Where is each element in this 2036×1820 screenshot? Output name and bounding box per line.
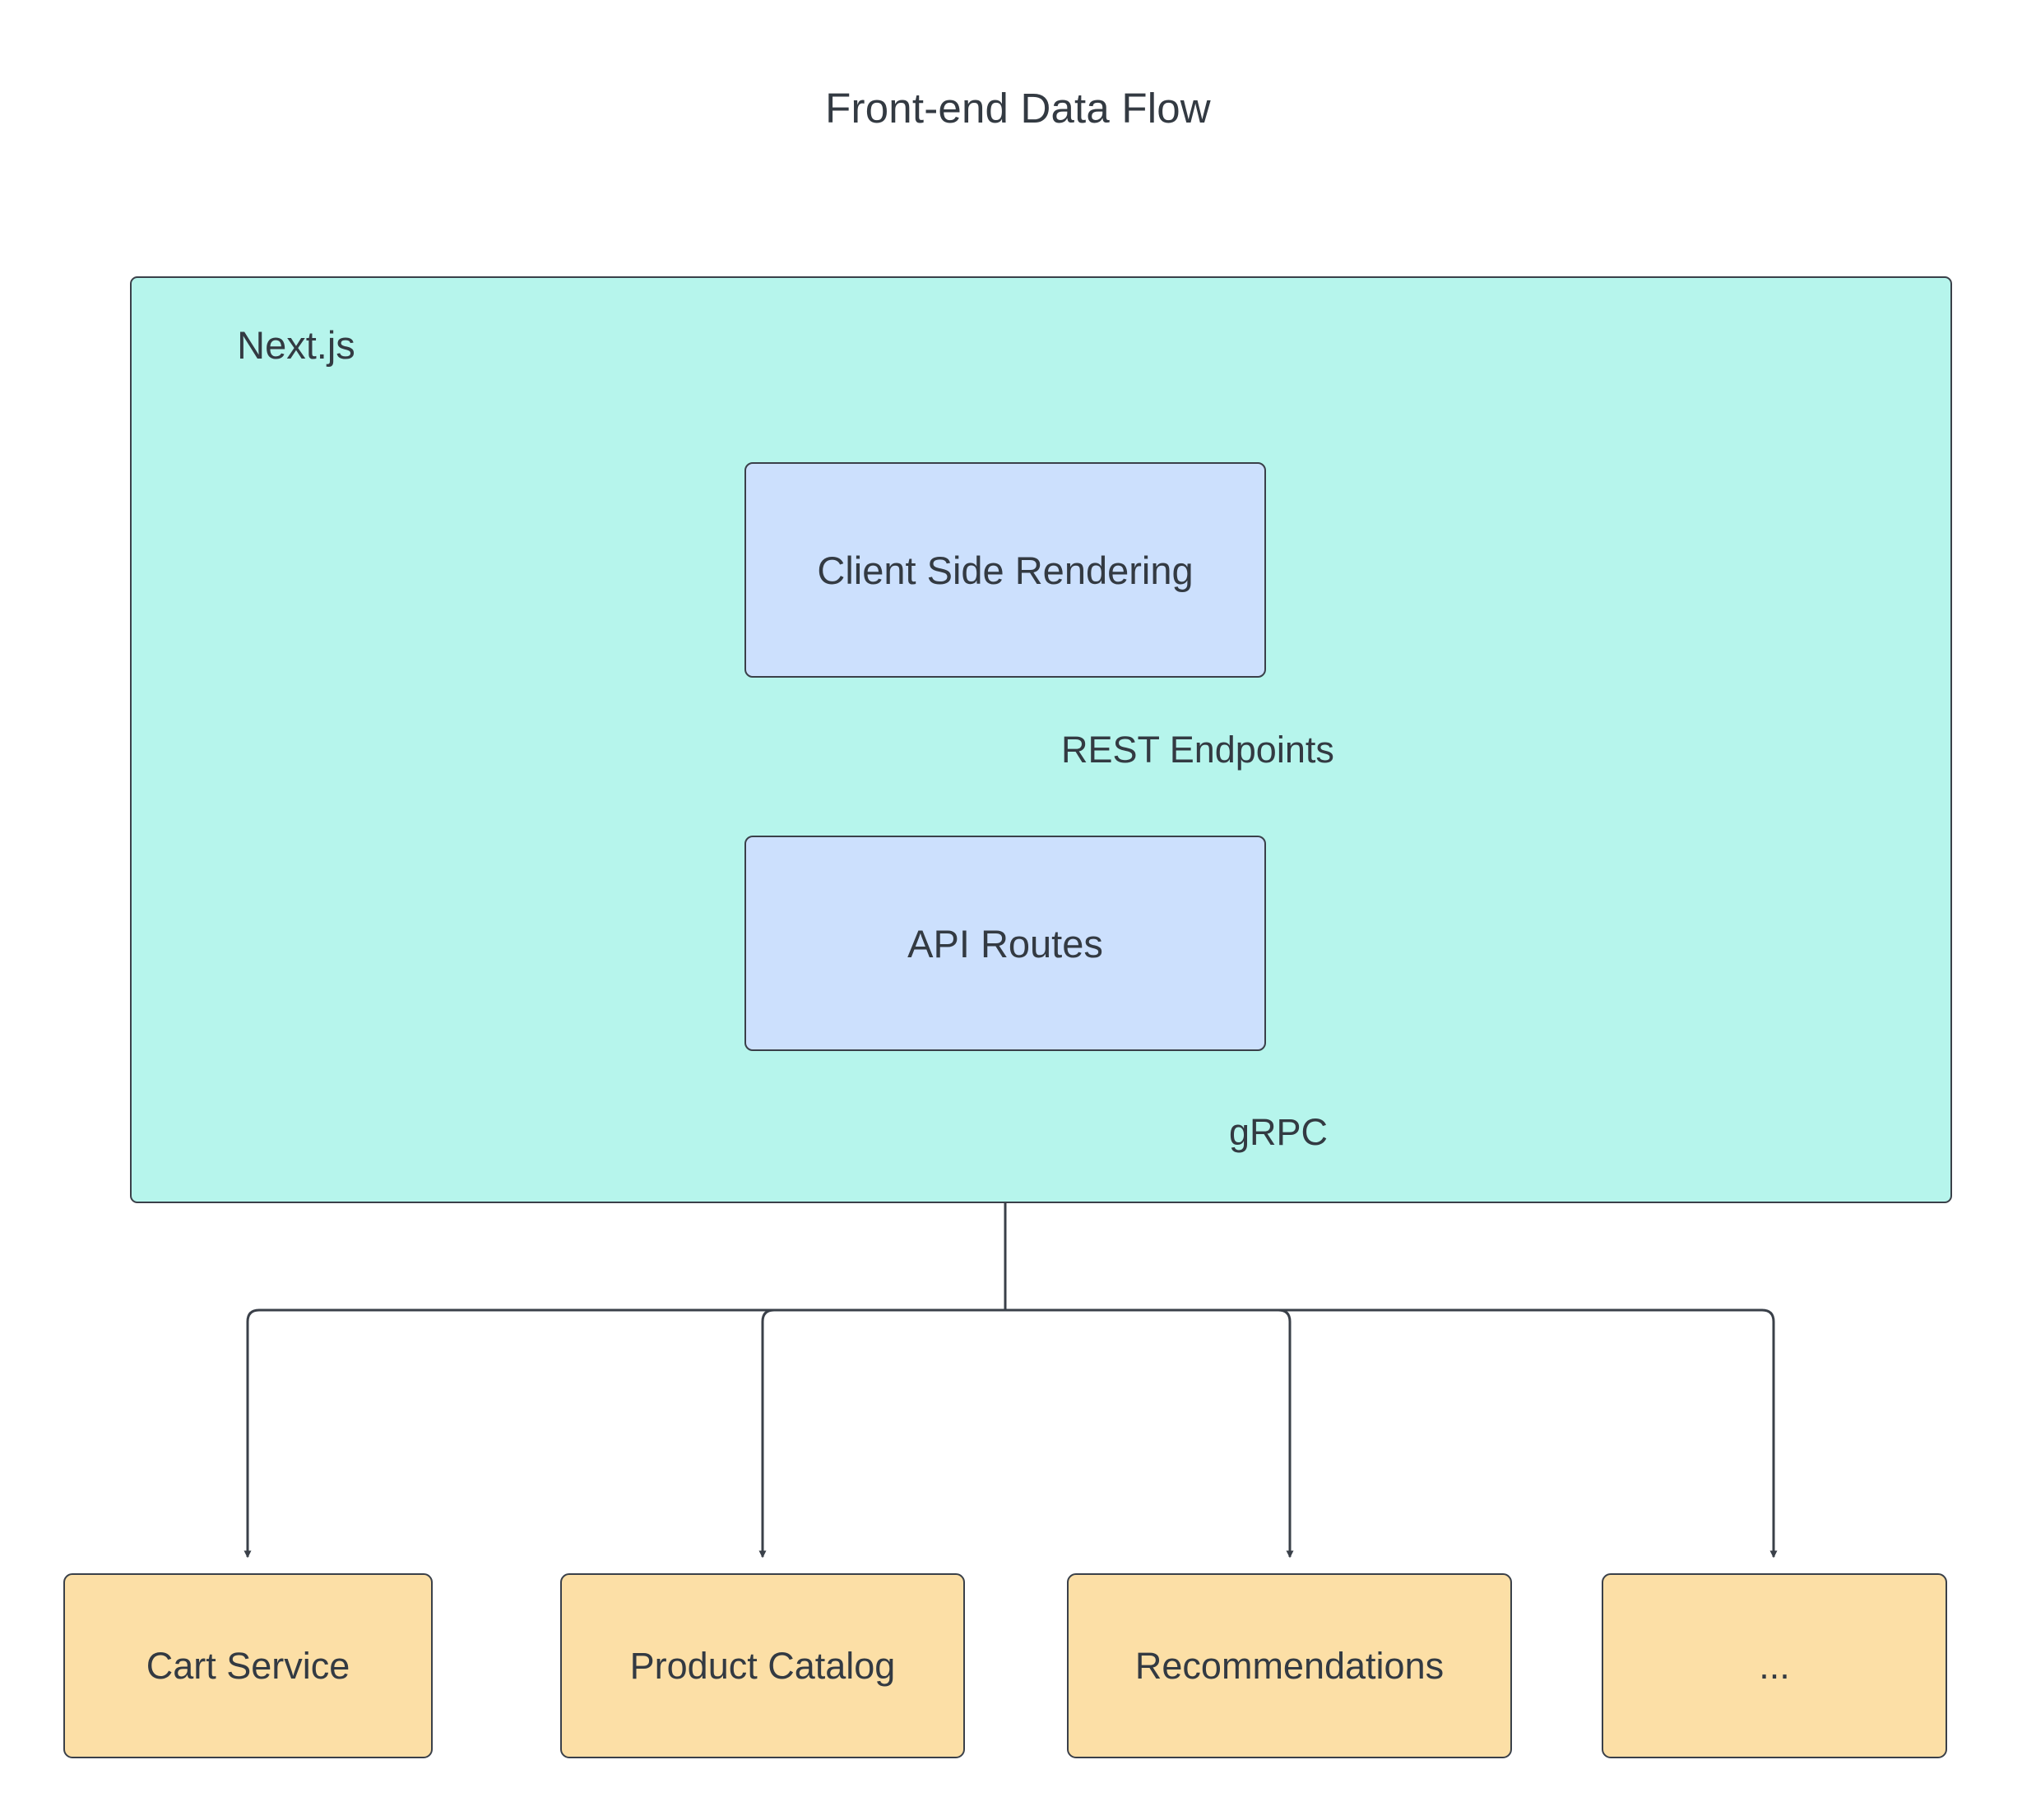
- edge-label-rest-endpoints: REST Endpoints: [1061, 729, 1334, 771]
- node-product-catalog[interactable]: Product Catalog: [560, 1573, 965, 1758]
- node-recommendations[interactable]: Recommendations: [1067, 1573, 1512, 1758]
- node-label: Recommendations: [1134, 1644, 1445, 1687]
- node-label: API Routes: [907, 921, 1103, 966]
- node-label: ...: [1759, 1644, 1790, 1687]
- node-label: Product Catalog: [629, 1644, 896, 1687]
- node-more-services[interactable]: ...: [1602, 1573, 1947, 1758]
- node-label: Client Side Rendering: [817, 548, 1194, 592]
- edge-api-routes-to-cart: [243, 1308, 1005, 1558]
- edge-label-grpc: gRPC: [1229, 1111, 1329, 1153]
- node-cart-service[interactable]: Cart Service: [63, 1573, 433, 1758]
- subgraph-nextjs-label: Next.js: [237, 323, 355, 367]
- page-title: Front-end Data Flow: [825, 85, 1211, 132]
- node-client-side-rendering[interactable]: Client Side Rendering: [744, 462, 1266, 678]
- edge-api-routes-to-catalog: [758, 1308, 1005, 1558]
- edge-api-routes-to-recommendations: [1005, 1308, 1294, 1558]
- edge-api-routes-to-more: [1005, 1308, 1778, 1558]
- subgraph-nextjs[interactable]: Next.js: [130, 276, 1952, 1203]
- node-label: Cart Service: [146, 1644, 350, 1687]
- node-api-routes[interactable]: API Routes: [744, 836, 1266, 1051]
